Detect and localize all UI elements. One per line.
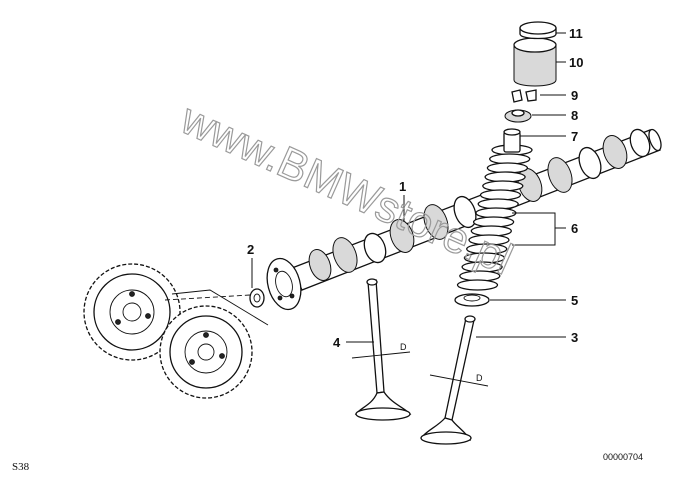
callout-3: 3 (571, 330, 578, 345)
corner-label: S38 (12, 461, 30, 473)
adjusting-shim (519, 21, 557, 40)
valve-collets (511, 89, 537, 103)
cam-lobes (308, 128, 651, 281)
callout-9: 9 (571, 88, 578, 103)
callout-5: 5 (571, 293, 578, 308)
spring-seat (454, 293, 490, 307)
spring-coil (456, 279, 499, 291)
part-code: 00000704 (603, 452, 643, 462)
dimension-label-left: D (400, 342, 407, 352)
alignment-line-upper (164, 294, 251, 301)
alignment-line-lower (171, 289, 269, 326)
valve-right (420, 315, 476, 445)
callout-4: 4 (333, 335, 341, 350)
spring-retainer (504, 109, 532, 123)
callout-10: 10 (569, 55, 583, 70)
callout-1: 1 (399, 179, 406, 194)
callout-7: 7 (571, 129, 578, 144)
callout-2: 2 (247, 242, 254, 257)
camshaft (266, 128, 662, 311)
callout-6: 6 (571, 221, 578, 236)
hydraulic-tappet (513, 37, 557, 87)
sprocket-rear (83, 263, 181, 361)
sprocket-front (159, 305, 253, 399)
dimension-marker-left: D (351, 342, 411, 359)
callout-11: 11 (569, 26, 583, 41)
dimension-label-right: D (476, 373, 483, 383)
valve-springs (456, 144, 533, 291)
leader-lines (251, 32, 566, 343)
callout-8: 8 (571, 108, 578, 123)
camshaft-flange (266, 257, 302, 311)
dimension-marker-right: D (429, 373, 489, 387)
bushing (249, 288, 265, 308)
valve-stem-seal (503, 128, 521, 153)
